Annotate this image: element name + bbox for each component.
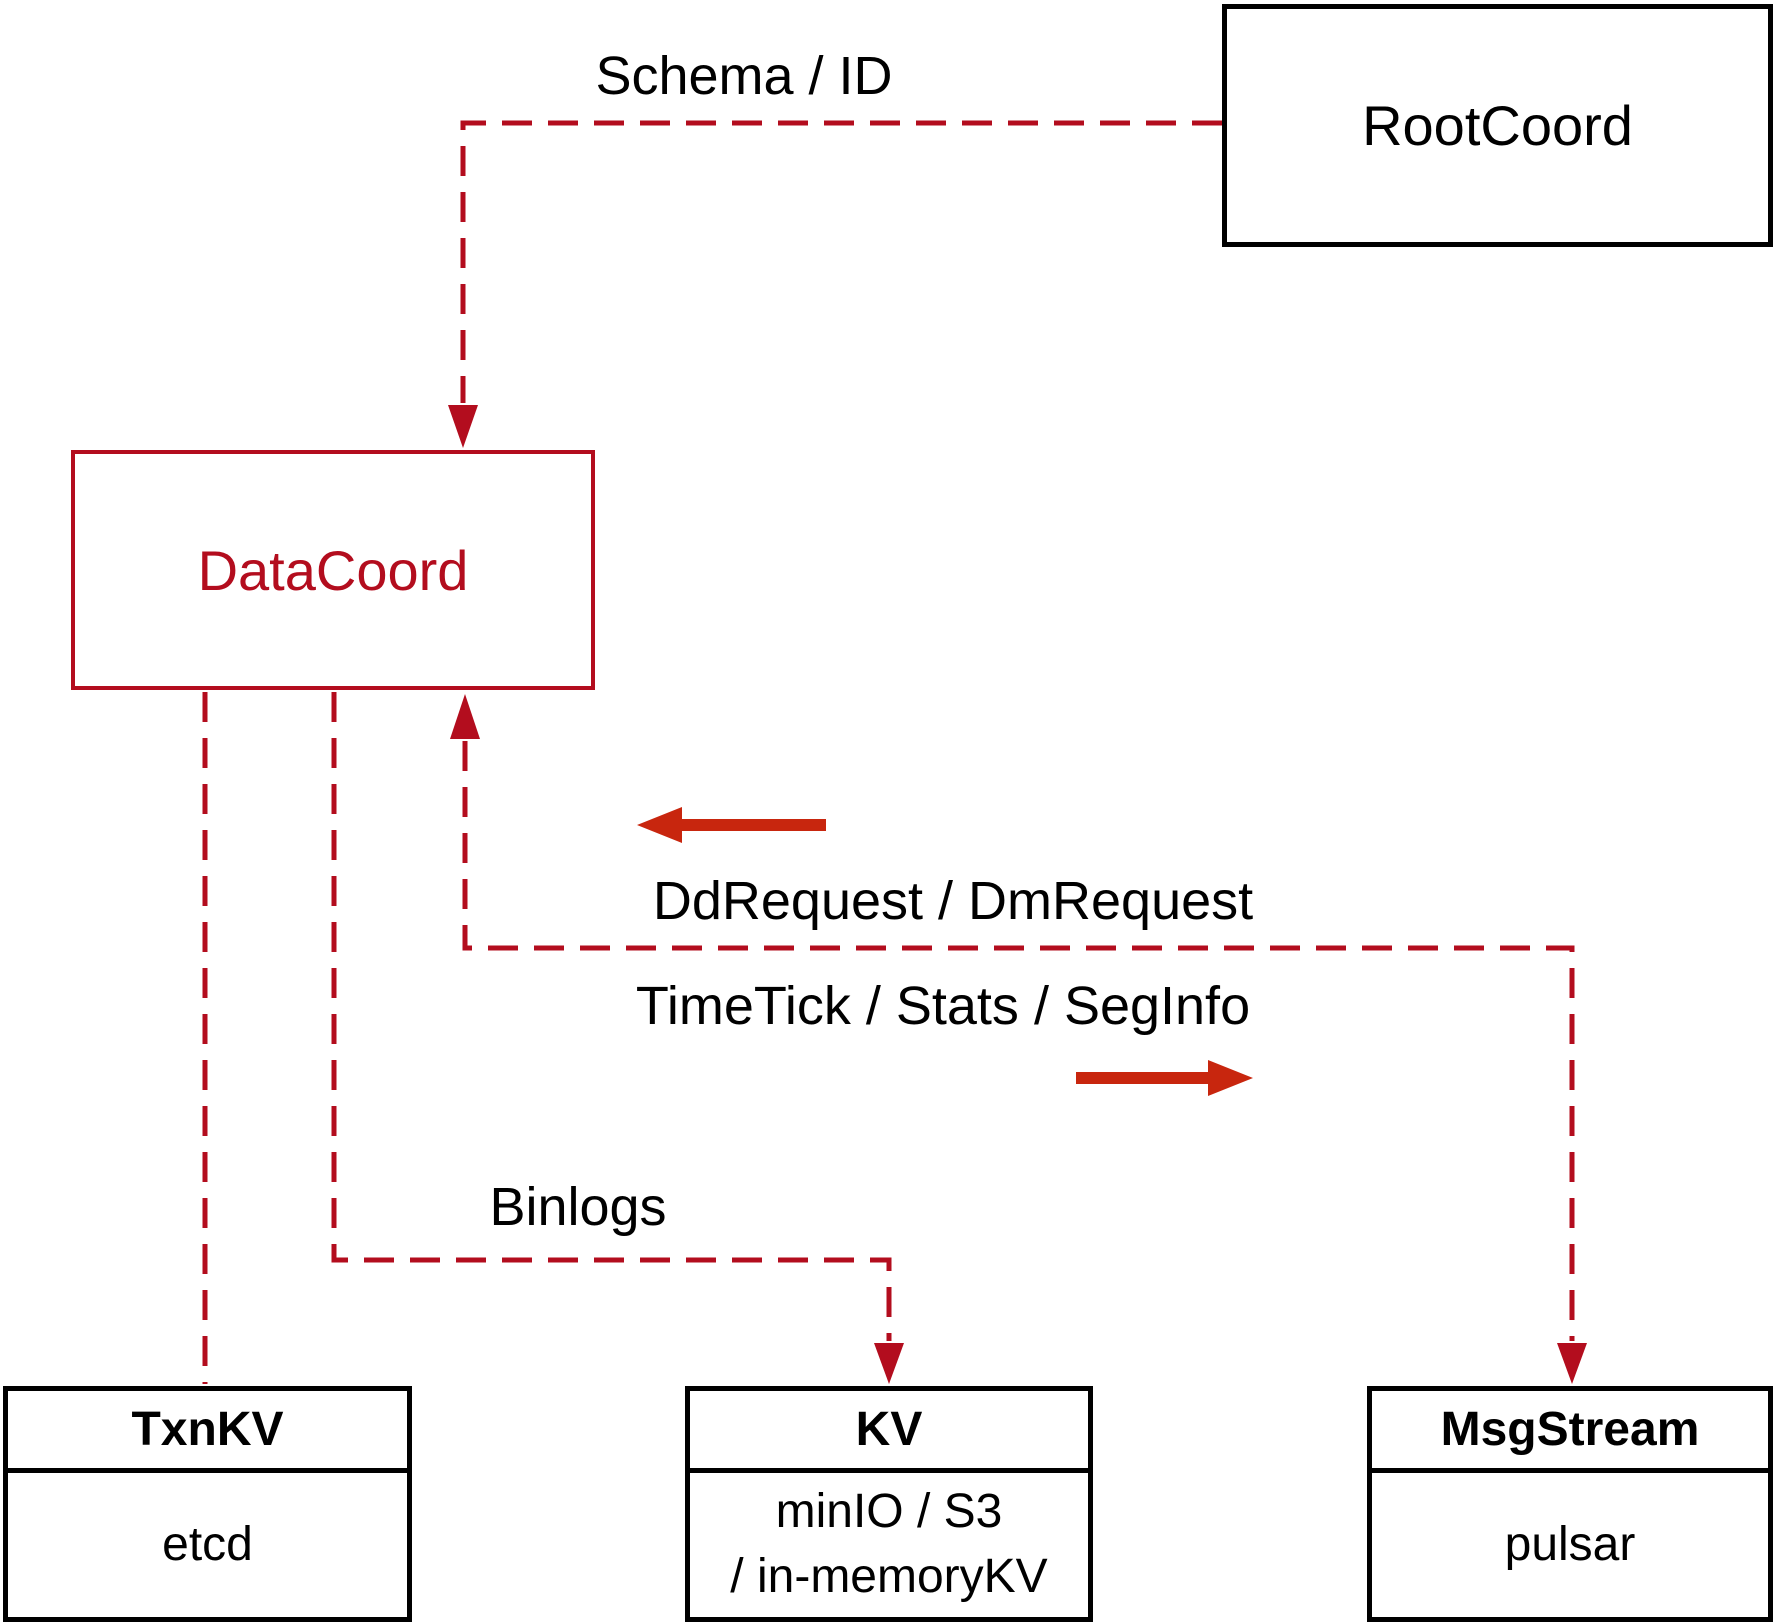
arrowhead-down-icon (448, 405, 478, 448)
left-flow-arrow (637, 807, 826, 843)
msgstream-title: MsgStream (1372, 1391, 1768, 1473)
node-kv: KV minIO / S3 / in-memoryKV (685, 1386, 1093, 1622)
node-rootcoord: RootCoord (1222, 4, 1773, 247)
datacoord-label: DataCoord (197, 538, 469, 602)
arrow-left-icon (637, 807, 826, 843)
rootcoord-label: RootCoord (1362, 94, 1633, 157)
node-datacoord: DataCoord (71, 450, 595, 690)
edge-label-timetick-stats-seginfo: TimeTick / Stats / SegInfo (635, 976, 1251, 1036)
arrowhead-down-icon (874, 1343, 904, 1384)
txnkv-body: etcd (162, 1517, 253, 1571)
arrow-right-icon (1076, 1060, 1253, 1096)
kv-body-line1: minIO / S3 (775, 1485, 1003, 1539)
edge-label-schema-id: Schema / ID (595, 46, 893, 106)
msgstream-body: pulsar (1504, 1517, 1636, 1571)
arrowhead-up-icon (450, 694, 480, 739)
edge-label-dd-dm-request: DdRequest / DmRequest (652, 871, 1254, 931)
node-txnkv: TxnKV etcd (3, 1386, 412, 1622)
arrowhead-down-icon (1557, 1343, 1587, 1384)
right-flow-arrow (1076, 1060, 1253, 1096)
kv-body-line2: / in-memoryKV (730, 1550, 1048, 1603)
edge-label-binlogs: Binlogs (489, 1177, 667, 1237)
node-msgstream: MsgStream pulsar (1367, 1386, 1773, 1622)
binlogs-connector (331, 692, 904, 1384)
dd-dm-connector (450, 694, 1587, 1384)
schema-id-connector (448, 120, 1222, 448)
txnkv-title: TxnKV (8, 1391, 407, 1473)
kv-title: KV (690, 1391, 1088, 1473)
